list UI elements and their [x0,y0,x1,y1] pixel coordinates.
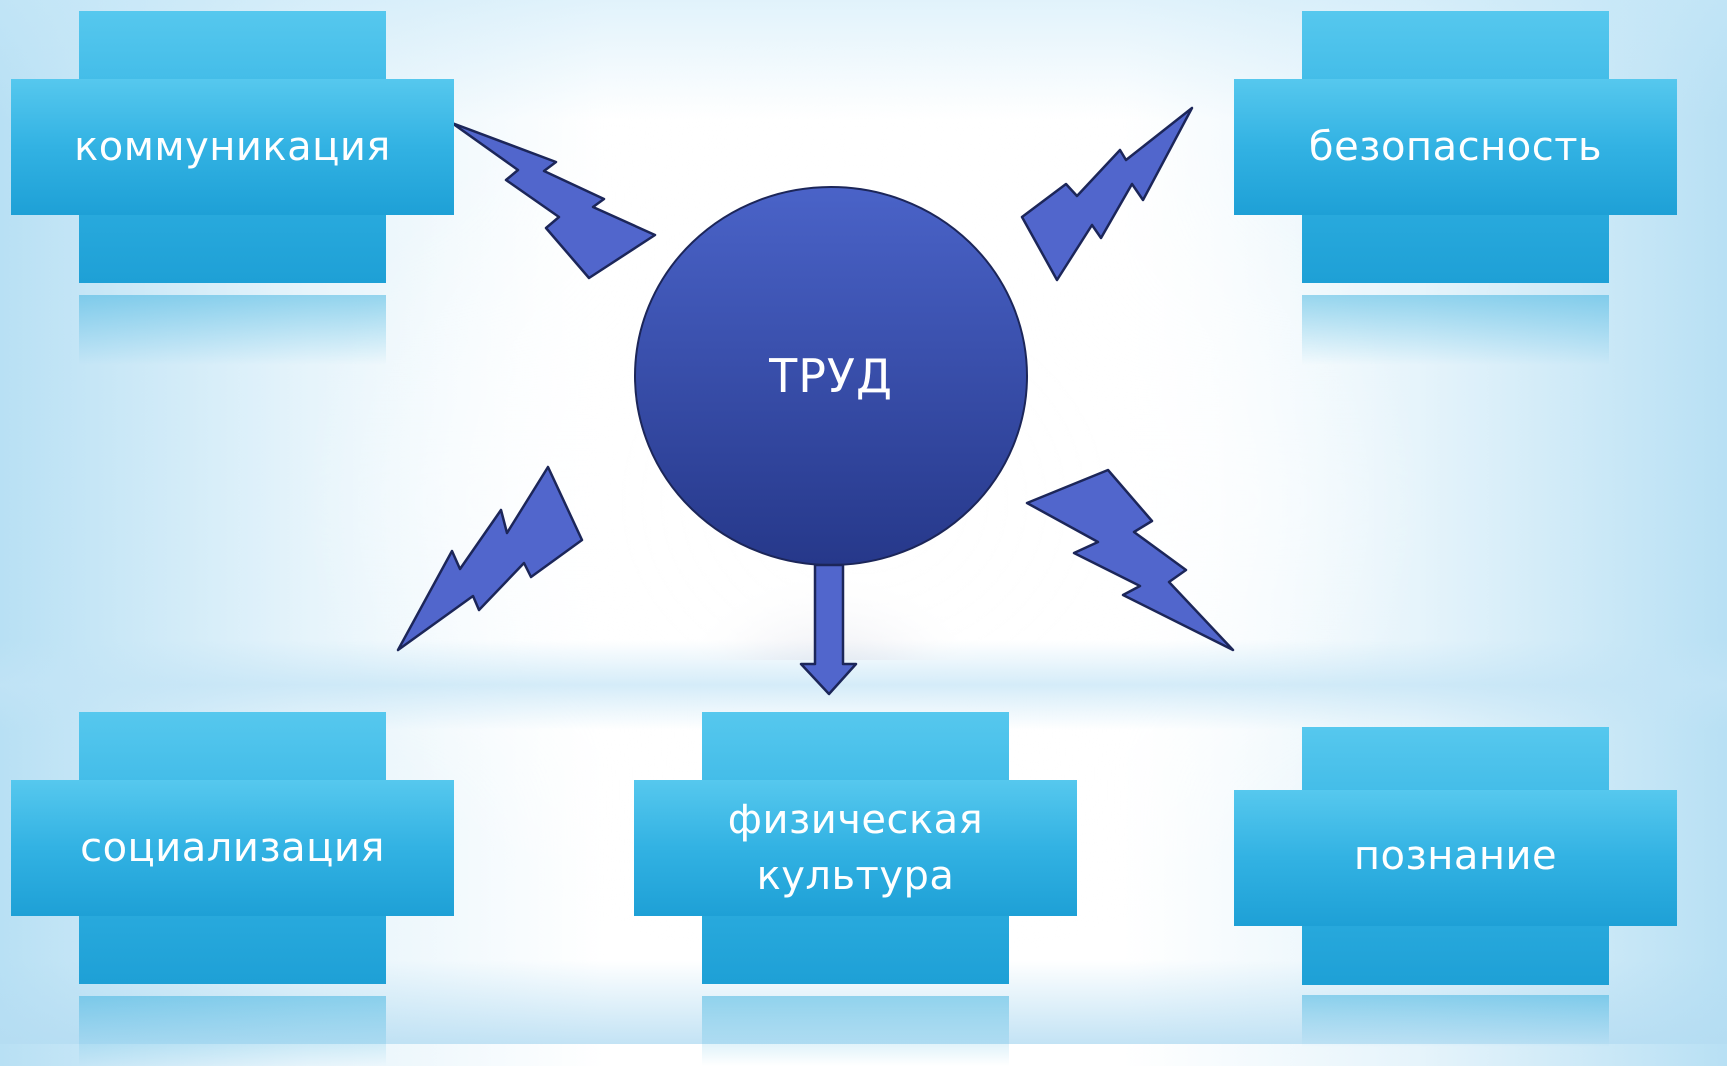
node-reflection [702,996,1009,1066]
node-label-communication: коммуникация [74,124,391,170]
node-shape [634,780,1077,916]
lightning-bolt-icon [1020,106,1194,282]
node-reflection [79,295,386,365]
node-shape [1234,79,1677,215]
node-label-cognition: познание [1353,833,1558,879]
node-shape [1234,790,1677,926]
down-arrow-icon [799,563,858,696]
lightning-bolt-icon [1025,468,1235,652]
lightning-bolt-icon [450,121,657,280]
lightning-bolt-icon [396,465,584,652]
node-reflection [1302,295,1609,365]
node-shape [11,79,454,215]
node-label-safety: безопасность [1308,124,1603,170]
center-label: ТРУД [769,349,893,403]
node-label-socialization: социализация [80,825,385,871]
node-reflection [79,996,386,1066]
node-reflection [1302,995,1609,1047]
node-shape [11,780,454,916]
node-label-physical-culture: физическая культура [727,797,984,899]
diagram-canvas [396,106,1235,696]
